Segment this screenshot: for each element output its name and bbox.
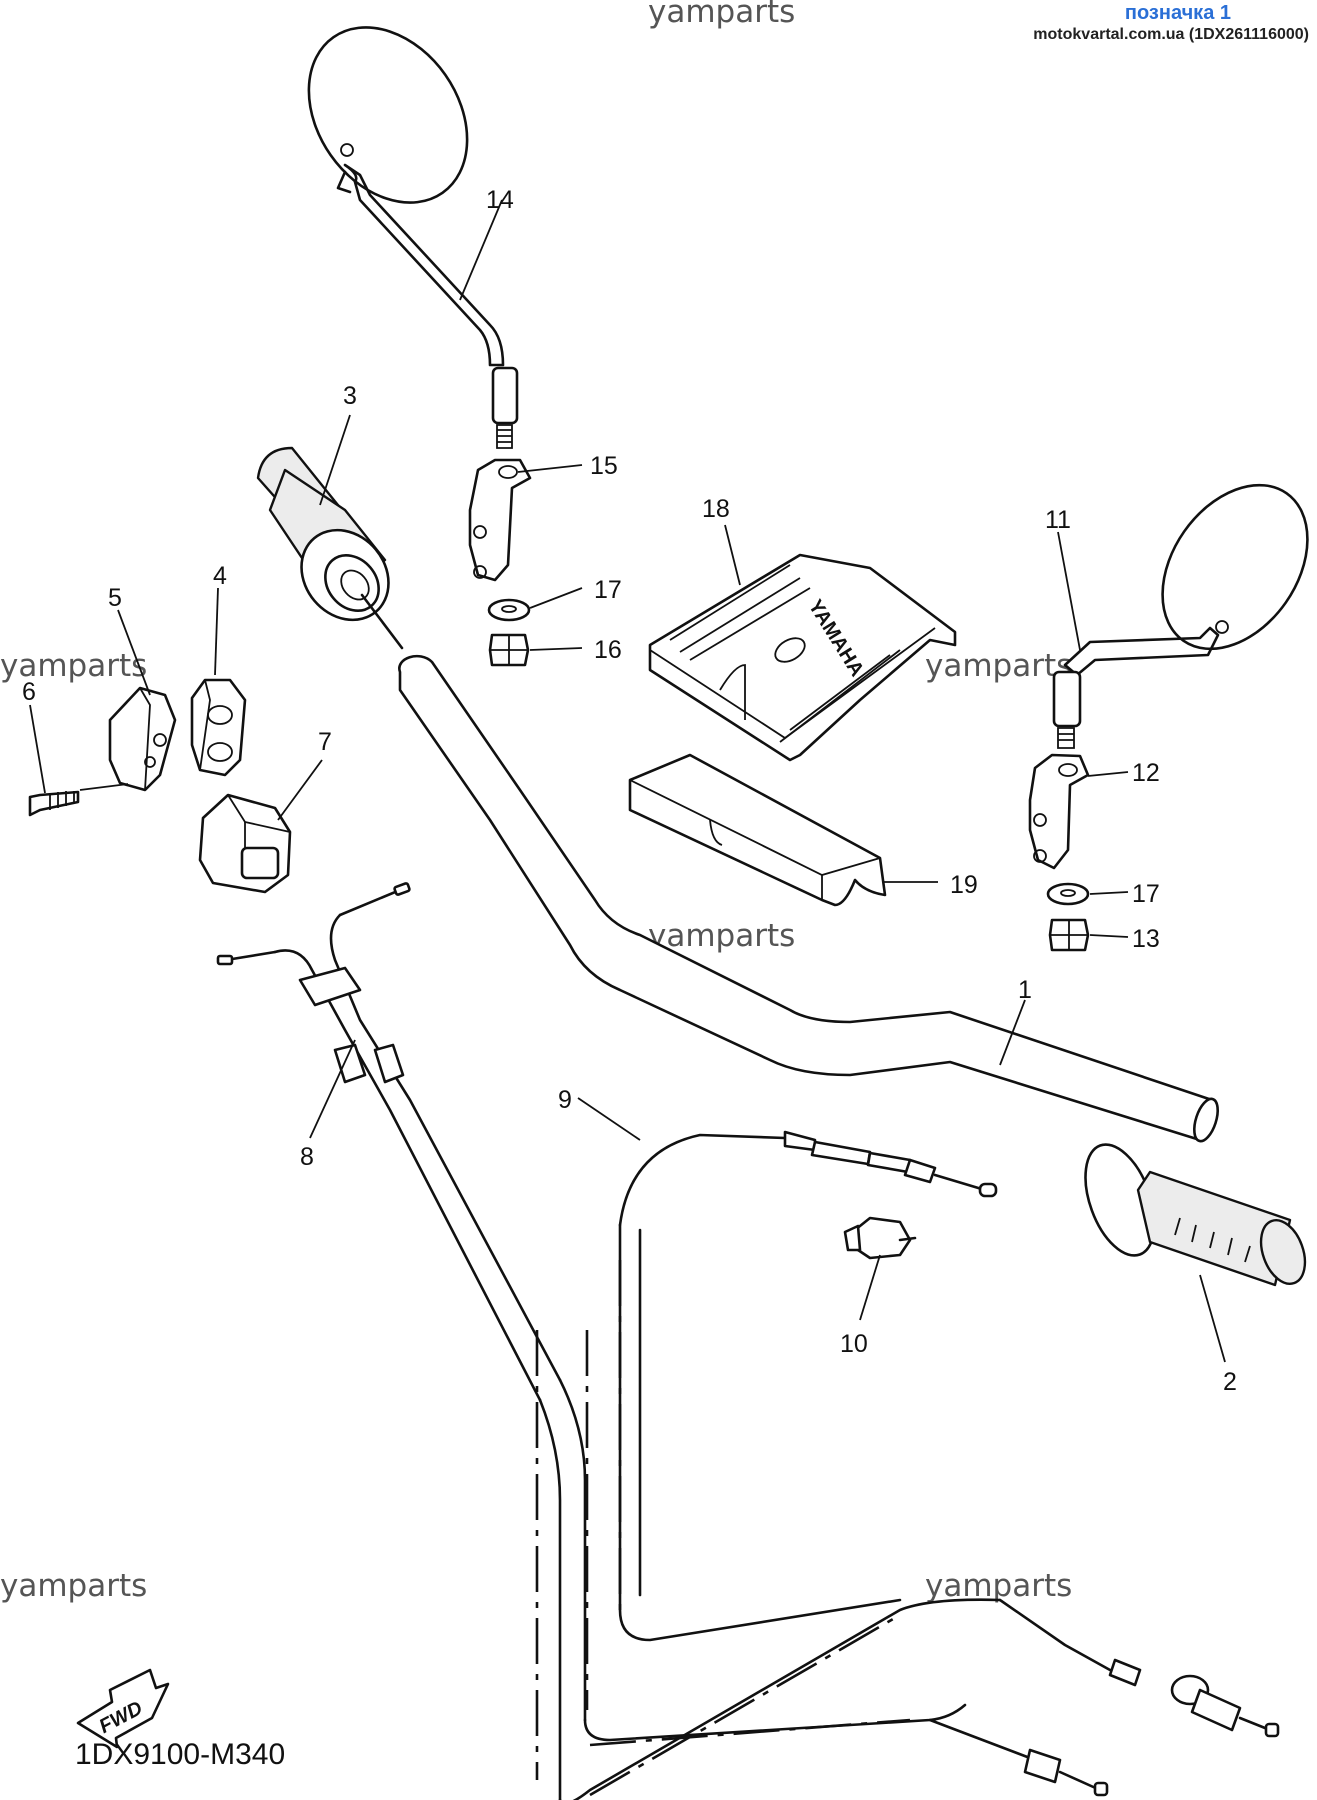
fwd-arrow: FWD [76,1668,170,1749]
handlebar-pad [628,753,887,907]
clutch-cable [618,1130,998,1642]
callout-14: 14 [486,186,514,214]
callout-16: 16 [594,636,622,664]
callout-8: 8 [300,1143,314,1171]
leader-lines [29,199,1226,1363]
callout-3: 3 [343,382,357,410]
watermark-center: yamparts [648,918,796,954]
switch-holder-parts [28,678,292,894]
handlebar [398,654,1219,1143]
header-tag: позначка 1 motokvartal.com.ua (1DX261116… [1033,2,1309,46]
callout-10: 10 [840,1330,868,1358]
right-grip [1084,1143,1307,1287]
left-mirror [307,26,519,449]
callout-11: 11 [1045,506,1071,534]
watermark-left: yamparts [0,648,148,684]
watermark-right: yamparts [925,648,1073,684]
callout-15: 15 [590,452,618,480]
handlebar-cover: YAMAHA [648,553,957,762]
tag-label: позначка 1 [1124,2,1231,24]
callout-6: 6 [22,678,36,706]
callout-17-right: 17 [1132,880,1160,908]
watermark-top: yamparts [648,0,796,30]
tag-source: motokvartal.com.ua (1DX261116000) [1033,26,1309,43]
callout-4: 4 [213,562,227,590]
left-mirror-holder [468,458,532,667]
right-mirror [1052,483,1309,749]
callout-1: 1 [1018,976,1032,1004]
callout-12: 12 [1132,759,1160,787]
callout-5: 5 [108,584,122,612]
left-grip-throttle [256,446,404,650]
callout-18: 18 [702,495,730,523]
callout-2: 2 [1223,1368,1237,1396]
watermark-bottom-right: yamparts [925,1568,1073,1604]
callout-numbers: 1 2 3 4 5 6 7 8 9 10 11 12 13 14 15 16 1… [22,186,1237,1396]
callout-19: 19 [950,871,978,899]
watermark-bottom-left: yamparts [0,1568,148,1604]
callout-17-left: 17 [594,576,622,604]
throttle-cables [216,882,1002,1800]
right-mirror-holder [1028,753,1090,952]
callout-13: 13 [1132,925,1160,953]
callout-7: 7 [318,728,332,756]
cable-ends [928,1598,1280,1797]
callout-9: 9 [558,1086,572,1114]
